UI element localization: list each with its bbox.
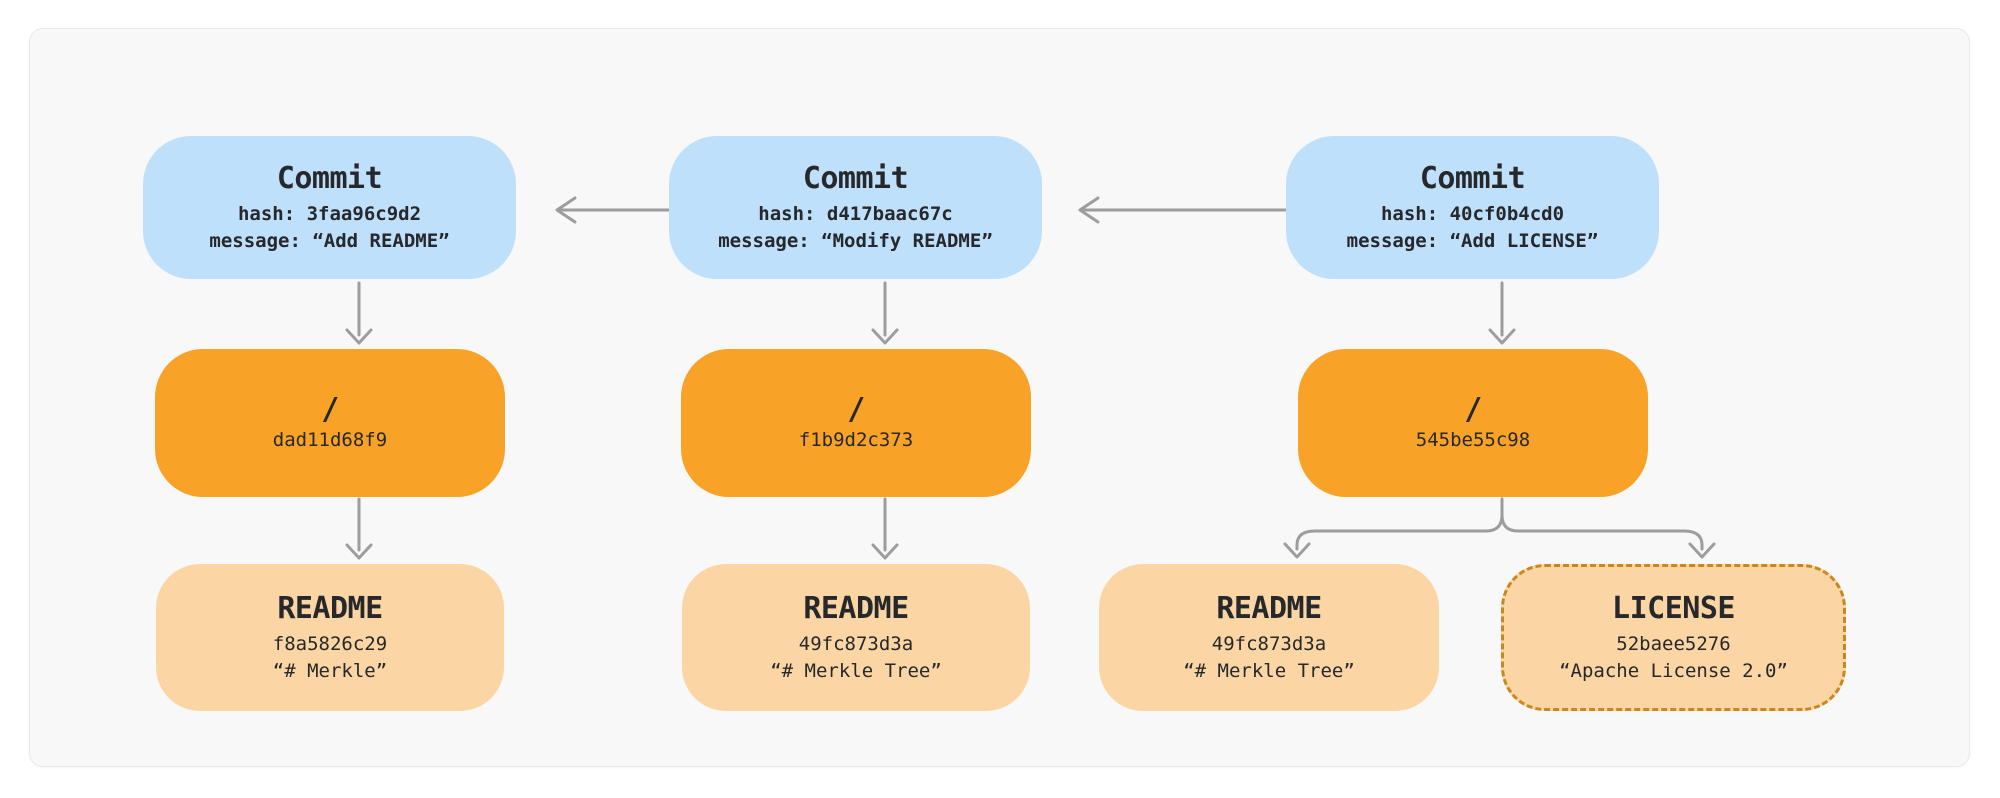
commit-title: Commit — [1419, 160, 1526, 196]
commit-hash: hash: 3faa96c9d2 — [237, 202, 422, 225]
arrow-tree3-to-license — [1500, 497, 1716, 559]
commit-message: message: “Modify README” — [718, 229, 993, 252]
commit-node-1: Commit hash: 3faa96c9d2 message: “Add RE… — [143, 136, 516, 279]
commit-title: Commit — [802, 160, 909, 196]
file-hash: 49fc873d3a — [798, 632, 914, 655]
file-node-license: LICENSE 52baee5276 “Apache License 2.0” — [1501, 564, 1846, 711]
tree-name: / — [847, 391, 865, 427]
commit-message: message: “Add LICENSE” — [1346, 229, 1599, 252]
tree-hash: dad11d68f9 — [272, 428, 388, 451]
file-hash: 49fc873d3a — [1211, 632, 1327, 655]
file-content: “Apache License 2.0” — [1559, 659, 1788, 682]
file-hash: f8a5826c29 — [272, 632, 388, 655]
tree-name: / — [321, 391, 339, 427]
file-node-readme-2: README 49fc873d3a “# Merkle Tree” — [682, 564, 1030, 711]
merkle-diagram-panel: Commit hash: 3faa96c9d2 message: “Add RE… — [29, 28, 1970, 767]
tree-hash: f1b9d2c373 — [798, 428, 914, 451]
arrow-tree3-to-readme3 — [1283, 497, 1504, 559]
file-name: README — [1216, 590, 1322, 626]
file-content: “# Merkle Tree” — [770, 659, 942, 682]
arrow-commit2-to-tree2 — [871, 281, 899, 345]
tree-hash: 545be55c98 — [1415, 428, 1531, 451]
file-hash: 52baee5276 — [1616, 632, 1731, 655]
commit-node-3: Commit hash: 40cf0b4cd0 message: “Add LI… — [1286, 136, 1659, 279]
file-name: LICENSE — [1612, 590, 1735, 626]
commit-title: Commit — [276, 160, 383, 196]
file-content: “# Merkle Tree” — [1183, 659, 1355, 682]
commit-hash: hash: 40cf0b4cd0 — [1380, 202, 1565, 225]
commit-hash: hash: d417baac67c — [758, 202, 953, 225]
arrow-commit3-to-tree3 — [1488, 281, 1516, 345]
tree-name: / — [1464, 391, 1482, 427]
file-node-readme-3: README 49fc873d3a “# Merkle Tree” — [1099, 564, 1439, 711]
tree-node-1: / dad11d68f9 — [155, 349, 505, 497]
commit-message: message: “Add README” — [209, 229, 450, 252]
arrow-commit3-to-commit2 — [1078, 196, 1317, 224]
file-name: README — [803, 590, 909, 626]
commit-node-2: Commit hash: d417baac67c message: “Modif… — [669, 136, 1042, 279]
arrow-tree1-to-readme1 — [345, 497, 373, 560]
tree-node-3: / 545be55c98 — [1298, 349, 1648, 497]
file-content: “# Merkle” — [272, 659, 388, 682]
arrow-tree2-to-readme2 — [871, 497, 899, 560]
tree-node-2: / f1b9d2c373 — [681, 349, 1031, 497]
file-node-readme-1: README f8a5826c29 “# Merkle” — [156, 564, 504, 711]
arrow-commit1-to-tree1 — [345, 281, 373, 345]
file-name: README — [277, 590, 383, 626]
